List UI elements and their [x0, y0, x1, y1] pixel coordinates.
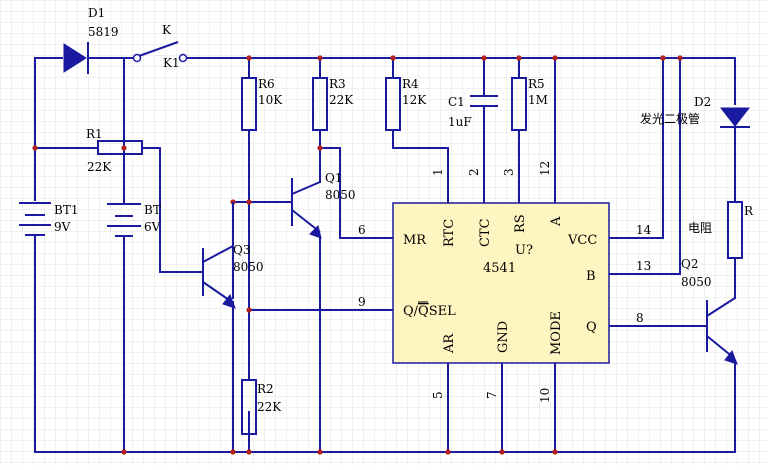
ic-ref: U?: [515, 243, 533, 258]
resistor-r2: R2 22K: [241, 379, 282, 435]
pin-10: 10: [538, 388, 552, 403]
resistor-r6: R6 10K: [241, 77, 283, 131]
resistor-r5: R5 1M: [511, 77, 548, 131]
r-led-ref: R: [744, 204, 754, 218]
switch-k: K K1: [132, 23, 188, 70]
q2-value: 8050: [681, 275, 712, 289]
r-led-value: 电阻: [688, 221, 712, 235]
r3-ref: R3: [329, 77, 346, 91]
r6-ref: R6: [258, 77, 275, 91]
resistor-r3: R3 22K: [312, 77, 354, 131]
q3-value: 8050: [233, 260, 264, 274]
r4-value: 12K: [402, 93, 427, 107]
d1-value: 5819: [88, 25, 119, 39]
r6-value: 10K: [258, 93, 283, 107]
c1-value: 1uF: [448, 115, 472, 129]
r3-value: 22K: [329, 93, 354, 107]
ic-label-mr: MR: [403, 233, 427, 248]
ic-label-qsel-suffix: SEL: [429, 304, 456, 319]
r1-value: 22K: [87, 160, 112, 174]
pin-5: 5: [431, 391, 445, 399]
resistor-r1: R1 22K: [86, 127, 143, 174]
ic-label-mode: MODE: [549, 311, 564, 355]
pin-9: 9: [358, 295, 366, 309]
r5-ref: R5: [528, 77, 545, 91]
pin-13: 13: [636, 259, 651, 273]
q1-value: 8050: [325, 188, 356, 202]
diode-d1: D1 5819: [63, 6, 119, 74]
d1-ref: D1: [88, 6, 105, 20]
ic-body: [392, 202, 610, 364]
bt1-ref: BT1: [54, 203, 78, 217]
ic-label-vcc: VCC: [567, 233, 597, 248]
pin-14: 14: [636, 223, 652, 237]
capacitor-c1: C1 1uF: [448, 95, 498, 129]
battery-bt1: BT1 9V: [19, 202, 78, 236]
d2-ref: D2: [694, 95, 711, 109]
ic-label-qsel: Q/QSEL: [403, 304, 456, 319]
led-d2: D2 发光二极管: [640, 95, 751, 128]
q3-ref: Q3: [233, 243, 250, 257]
pin-6: 6: [358, 223, 366, 237]
ic-label-qsel-bar: Q: [418, 304, 429, 319]
ic-label-rs: RS: [513, 214, 528, 233]
ic-4541: RTC CTC RS A MR VCC U? 4541 B Q/QSEL Q A…: [358, 161, 652, 403]
pin-2: 2: [467, 168, 481, 176]
r1-ref: R1: [86, 127, 103, 141]
ic-label-ctc: CTC: [478, 218, 493, 247]
c1-ref: C1: [448, 95, 465, 109]
pin-7: 7: [485, 391, 499, 399]
transistor-q3: Q3 8050: [190, 202, 264, 309]
ic-label-qsel-prefix: Q/: [403, 304, 419, 319]
pin-1: 1: [431, 168, 445, 176]
pin-8: 8: [636, 311, 644, 325]
r4-ref: R4: [402, 77, 419, 91]
k1-ref: K1: [163, 56, 180, 70]
q2-ref: Q2: [681, 257, 698, 271]
pin-3: 3: [502, 168, 516, 176]
ic-label-a: A: [549, 216, 564, 227]
ic-label-b: B: [586, 269, 596, 284]
bt-value: 6V: [144, 220, 161, 234]
pin-12: 12: [538, 161, 552, 176]
r5-value: 1M: [528, 93, 548, 107]
transistor-q1: Q1 8050: [278, 171, 356, 239]
ic-label-rtc: RTC: [442, 219, 457, 247]
ic-label-gnd: GND: [496, 321, 511, 353]
k-ref: K: [162, 23, 172, 37]
transistor-q2: Q2 8050: [681, 257, 738, 365]
ic-label-ar: AR: [442, 333, 457, 354]
r2-value: 22K: [257, 400, 282, 414]
ic-name: 4541: [483, 261, 516, 276]
resistor-r-led: R 电阻: [688, 201, 754, 259]
bt-ref: BT: [144, 203, 161, 217]
d2-value: 发光二极管: [640, 111, 700, 126]
ic-label-q: Q: [586, 320, 597, 335]
q1-ref: Q1: [325, 171, 342, 185]
r2-ref: R2: [257, 382, 274, 396]
bt1-value: 9V: [54, 220, 71, 234]
resistor-r4: R4 12K: [385, 77, 427, 131]
battery-bt: BT 6V: [107, 203, 161, 237]
wires: [34, 57, 736, 453]
junctions: [32, 55, 683, 455]
